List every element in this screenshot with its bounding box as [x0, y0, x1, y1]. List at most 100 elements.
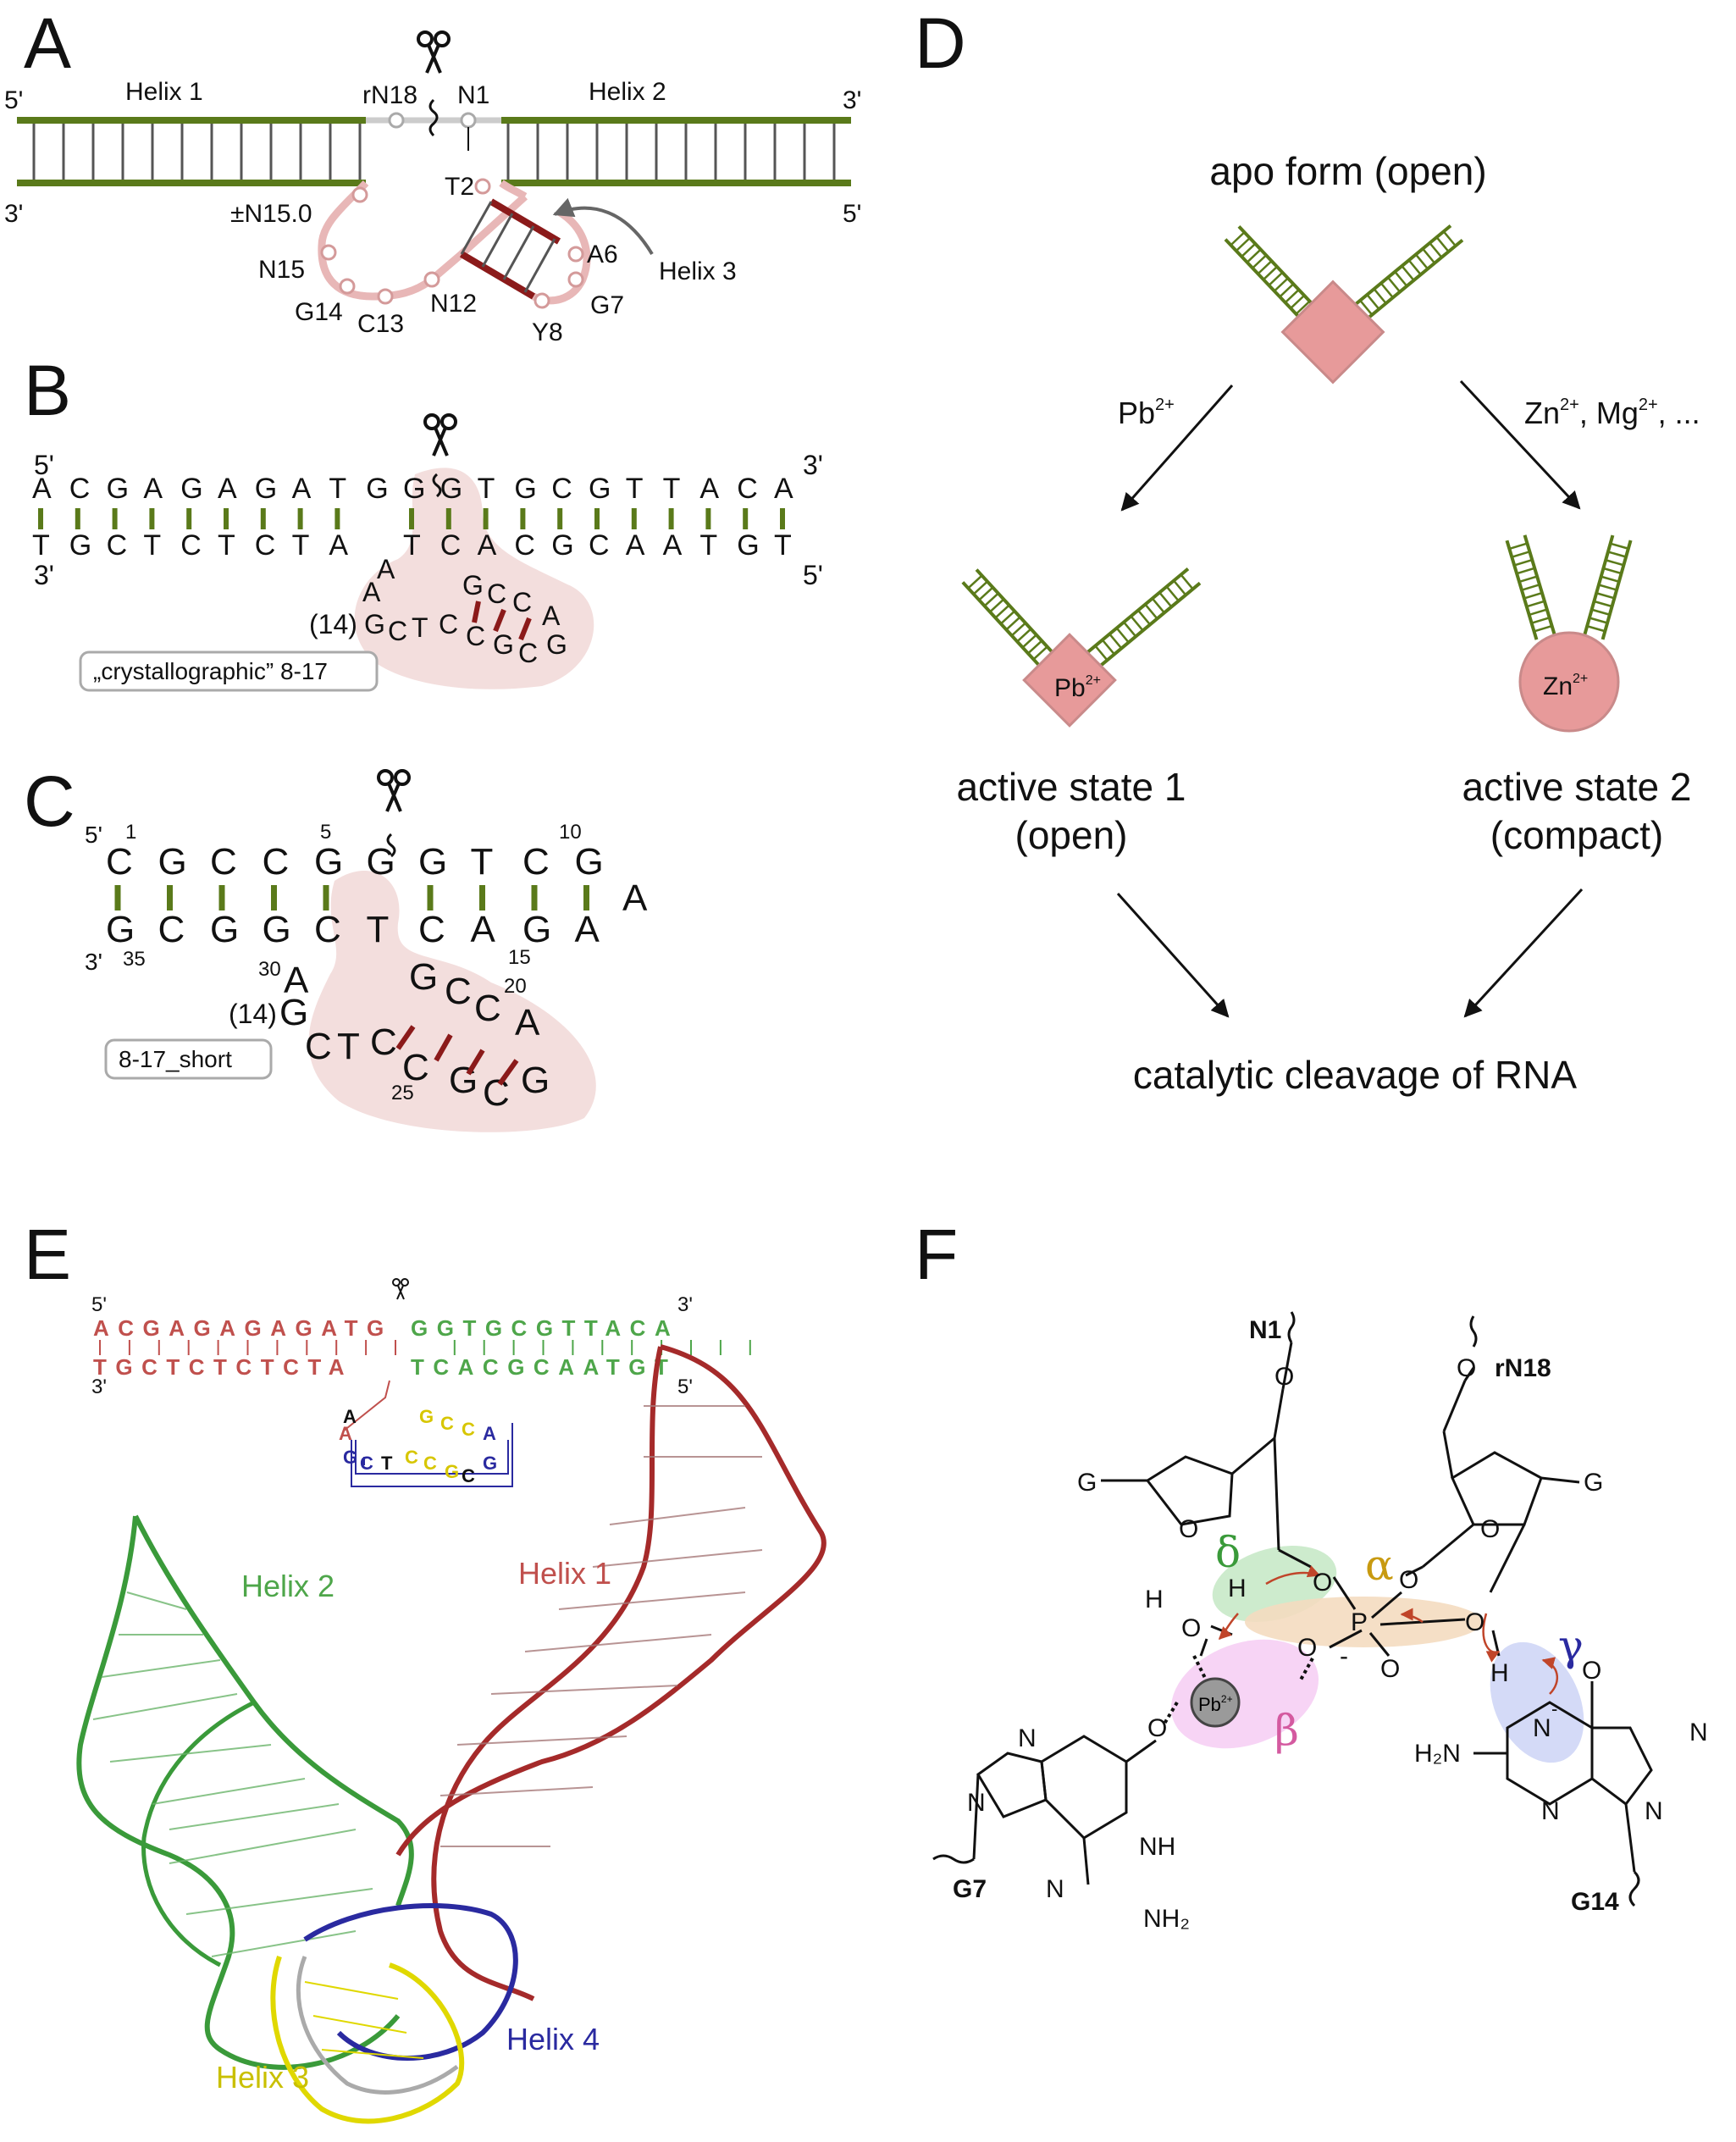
catalytic-core-blob	[308, 871, 596, 1132]
gamma-highlight	[1490, 1641, 1584, 1763]
base-A: A	[699, 473, 719, 505]
helix3-arrow	[552, 197, 654, 256]
base-T: T	[218, 529, 235, 562]
base-C: C	[522, 841, 550, 883]
position-35: 35	[123, 948, 146, 971]
active-state-2-sub: (compact)	[1490, 813, 1663, 857]
base-G: G	[440, 473, 462, 505]
amine-NH2: NH₂	[1143, 1905, 1190, 1933]
cleavage-wavy	[428, 98, 439, 137]
loop-nucleotides	[320, 178, 584, 309]
atom-O: O	[1380, 1655, 1400, 1683]
base-C: C	[402, 1047, 429, 1088]
atom-N: N	[1046, 1875, 1064, 1903]
label-A6: A6	[587, 241, 618, 268]
phosphate-bonds	[1199, 1576, 1501, 1657]
base-G: G	[493, 629, 514, 660]
base-C: C	[388, 616, 407, 646]
base-A: A	[575, 909, 600, 950]
base-G: G	[366, 473, 388, 505]
label-N1: N1	[457, 81, 489, 109]
atom-O: O	[1313, 1569, 1332, 1597]
base-T: T	[32, 529, 50, 562]
svg-text:C: C	[462, 1419, 475, 1440]
label-3prime: 3'	[34, 560, 54, 590]
base-T: T	[337, 1026, 360, 1067]
base-C: C	[180, 529, 202, 562]
base-A: A	[542, 601, 561, 631]
base-C: C	[589, 529, 610, 562]
atom-O: O	[1274, 1363, 1294, 1391]
catalytic-core-blob	[354, 468, 594, 689]
overhang-A: A	[622, 877, 648, 919]
atom-N: N	[1018, 1724, 1037, 1752]
active-state-2-label: active state 2	[1462, 765, 1691, 809]
base-C: C	[551, 473, 572, 505]
base-T: T	[471, 841, 494, 883]
catalytic-loop-strand	[318, 180, 434, 301]
atom-O: O	[1147, 1714, 1167, 1742]
base-C: C	[418, 909, 445, 950]
base-G: G	[551, 529, 573, 562]
base-G: G	[737, 529, 759, 562]
label-T2: T2	[445, 173, 474, 201]
position-15: 15	[508, 946, 531, 969]
gamma-symbol: γ	[1558, 1621, 1584, 1670]
position-20: 20	[504, 975, 527, 998]
svg-text:C: C	[360, 1453, 373, 1474]
helix3-label: Helix 3	[659, 257, 737, 285]
label-position-14: (14)	[309, 609, 357, 639]
label-5prime: 5'	[85, 822, 102, 848]
construct-label: 8-17_short	[119, 1046, 232, 1072]
construct-label-box	[79, 650, 379, 692]
arrow-to-cleavage-2	[1463, 888, 1584, 1018]
base-G: G	[514, 473, 536, 505]
label-G14: G14	[295, 298, 343, 326]
nt-circle	[388, 112, 405, 129]
position-30: 30	[258, 958, 281, 981]
base-G: G	[575, 841, 604, 883]
base-A: A	[515, 1002, 540, 1043]
base-G: G	[158, 841, 187, 883]
svg-text:A: A	[483, 1423, 496, 1444]
seq-top-green: GGTGCGTTACA	[411, 1315, 679, 1341]
pb-ion-label: Pb2+	[1054, 673, 1101, 702]
arrow-to-active-1	[1120, 385, 1234, 512]
helix1-label: Helix 1	[518, 1556, 611, 1591]
base-G: G	[364, 609, 385, 639]
base-G: G	[367, 841, 395, 883]
panel-d-diagram: apo form (open) Pb2+ Zn2+, Mg2+, ... Pb2…	[956, 149, 1700, 1097]
base-C: C	[466, 621, 485, 651]
base-A: A	[377, 554, 395, 584]
helix3-strand	[459, 251, 536, 300]
label-3prime: 3'	[91, 1375, 107, 1398]
base-C: C	[512, 587, 532, 617]
atom-O: O	[1399, 1566, 1418, 1594]
base-A: A	[292, 473, 312, 505]
scissors-icon	[423, 413, 457, 457]
label-C13: C13	[357, 310, 404, 338]
atom-O: O	[1465, 1608, 1484, 1636]
panel-label-f: F	[915, 1215, 958, 1294]
base-T: T	[663, 473, 681, 505]
base-G: G	[106, 909, 135, 950]
helix1-label: Helix 1	[125, 78, 203, 106]
charge-minus: -	[1340, 1642, 1348, 1670]
panel-label-e: E	[24, 1215, 71, 1294]
base-A: A	[471, 909, 496, 950]
panel-label-b: B	[24, 351, 71, 430]
label-5prime: 5'	[677, 1375, 693, 1398]
base-C: C	[737, 473, 758, 505]
helix2-rungs	[506, 124, 836, 180]
base-C: C	[487, 578, 506, 609]
pb-ion-label: Pb2+	[1198, 1693, 1233, 1715]
scissors-icon	[417, 30, 451, 74]
base-C: C	[107, 529, 128, 562]
arrow-to-active-2	[1459, 379, 1581, 510]
base-T: T	[774, 529, 792, 562]
base-A: A	[362, 577, 381, 607]
base-A: A	[626, 529, 645, 562]
base-G: G	[279, 992, 308, 1033]
